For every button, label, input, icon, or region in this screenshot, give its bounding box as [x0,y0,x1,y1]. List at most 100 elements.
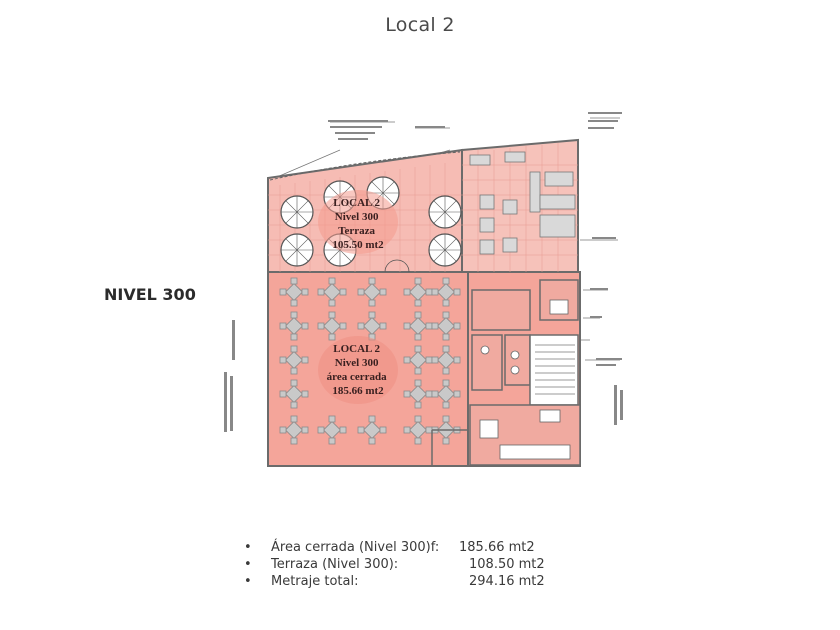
terrace-label-line4: 105.50 mt2 [332,239,384,251]
dining-table-icon [284,282,304,302]
chair-icon [425,288,433,296]
chair-icon [279,426,287,434]
page-title: Local 2 [385,14,455,36]
chair-icon [301,356,309,364]
chair-icon [414,415,422,423]
chair-icon [339,288,347,296]
kitchen-fixtures [479,299,571,460]
chair-icon [379,322,387,330]
chair-icon [290,379,298,387]
chair-icon [290,345,298,353]
chair-icon [279,288,287,296]
dining-table-icon [436,350,456,370]
chair-icon [339,426,347,434]
chair-icon [301,390,309,398]
summary-label: Terraza (Nivel 300): [271,557,399,572]
dining-table-icon [322,316,342,336]
chair-icon [442,415,450,423]
dining-table-icon [408,384,428,404]
summary-value: 185.66 mt2 [459,540,535,555]
summary-label: Área cerrada (Nivel 300)f: [271,540,440,555]
chair-icon [425,426,433,434]
closed-label-line3: área cerrada [327,371,387,383]
chair-icon [279,390,287,398]
dining-table-icon [436,316,456,336]
chair-icon [290,277,298,285]
svg-text:LOCAL 2 Nivel 300 área: LOCAL 2 Nivel 300 área cerrada 185.66 mt… [327,343,390,397]
summary-bullet: • [244,540,252,555]
chair-icon [328,311,336,319]
chair-icon [317,288,325,296]
chair-icon [442,379,450,387]
dining-table-icon [284,316,304,336]
terrace-label-line3: Terraza [338,225,375,237]
chair-icon [279,356,287,364]
chair-icon [328,277,336,285]
chair-icon [290,299,298,307]
closed-label-line4: 185.66 mt2 [332,385,384,397]
chair-icon [357,426,365,434]
chair-icon [414,379,422,387]
service-walls [431,279,581,466]
dining-table-icon [436,282,456,302]
chair-icon [431,356,439,364]
chair-icon [414,345,422,353]
dining-table-icon [284,350,304,370]
summary-label: Metraje total: [271,574,359,589]
chair-icon [290,367,298,375]
chair-icon [431,288,439,296]
dining-table-icon [408,316,428,336]
chair-icon [301,288,309,296]
chair-icon [453,390,461,398]
chair-icon [414,277,422,285]
chair-icon [431,322,439,330]
chair-icon [328,415,336,423]
terrace-railing [269,151,461,181]
chair-icon [403,356,411,364]
stair-hatch [535,344,575,395]
chair-icon [368,415,376,423]
chair-icon [368,277,376,285]
chair-icon [442,333,450,341]
chair-icon [442,437,450,445]
chair-icon [339,322,347,330]
level-label: NIVEL 300 [104,285,196,304]
chair-icon [290,415,298,423]
dining-table-icon [362,316,382,336]
chair-icon [414,401,422,409]
chair-icon [414,437,422,445]
summary-value: 108.50 mt2 [469,557,545,572]
summary-bullet: • [244,557,252,572]
summary-value: 294.16 mt2 [469,574,545,589]
chair-icon [368,437,376,445]
chair-icon [317,322,325,330]
chair-icon [442,311,450,319]
dining-table-icon [322,282,342,302]
dining-table-icon [362,282,382,302]
chair-icon [414,299,422,307]
chair-icon [442,401,450,409]
terrace-label-highlight [318,190,398,254]
closed-label-highlight [318,336,398,404]
chair-icon [453,288,461,296]
svg-text:LOCAL 2 Nivel 300 Terr: LOCAL 2 Nivel 300 Terraza 105.50 mt2 [332,197,384,251]
chair-icon [403,426,411,434]
chair-icon [301,426,309,434]
dining-table-icon [284,384,304,404]
closed-label-line1: LOCAL 2 [333,343,380,355]
chair-icon [368,311,376,319]
chair-icon [442,299,450,307]
chair-icon [414,367,422,375]
chair-icon [328,299,336,307]
dining-table-icon [322,420,342,440]
chair-icon [328,437,336,445]
dining-table-icon [284,420,304,440]
chair-icon [328,333,336,341]
chair-icon [290,401,298,409]
terrace-label-line1: LOCAL 2 [333,197,380,209]
chair-icon [431,390,439,398]
chair-icon [403,288,411,296]
dining-table-icon [408,350,428,370]
chair-icon [442,277,450,285]
